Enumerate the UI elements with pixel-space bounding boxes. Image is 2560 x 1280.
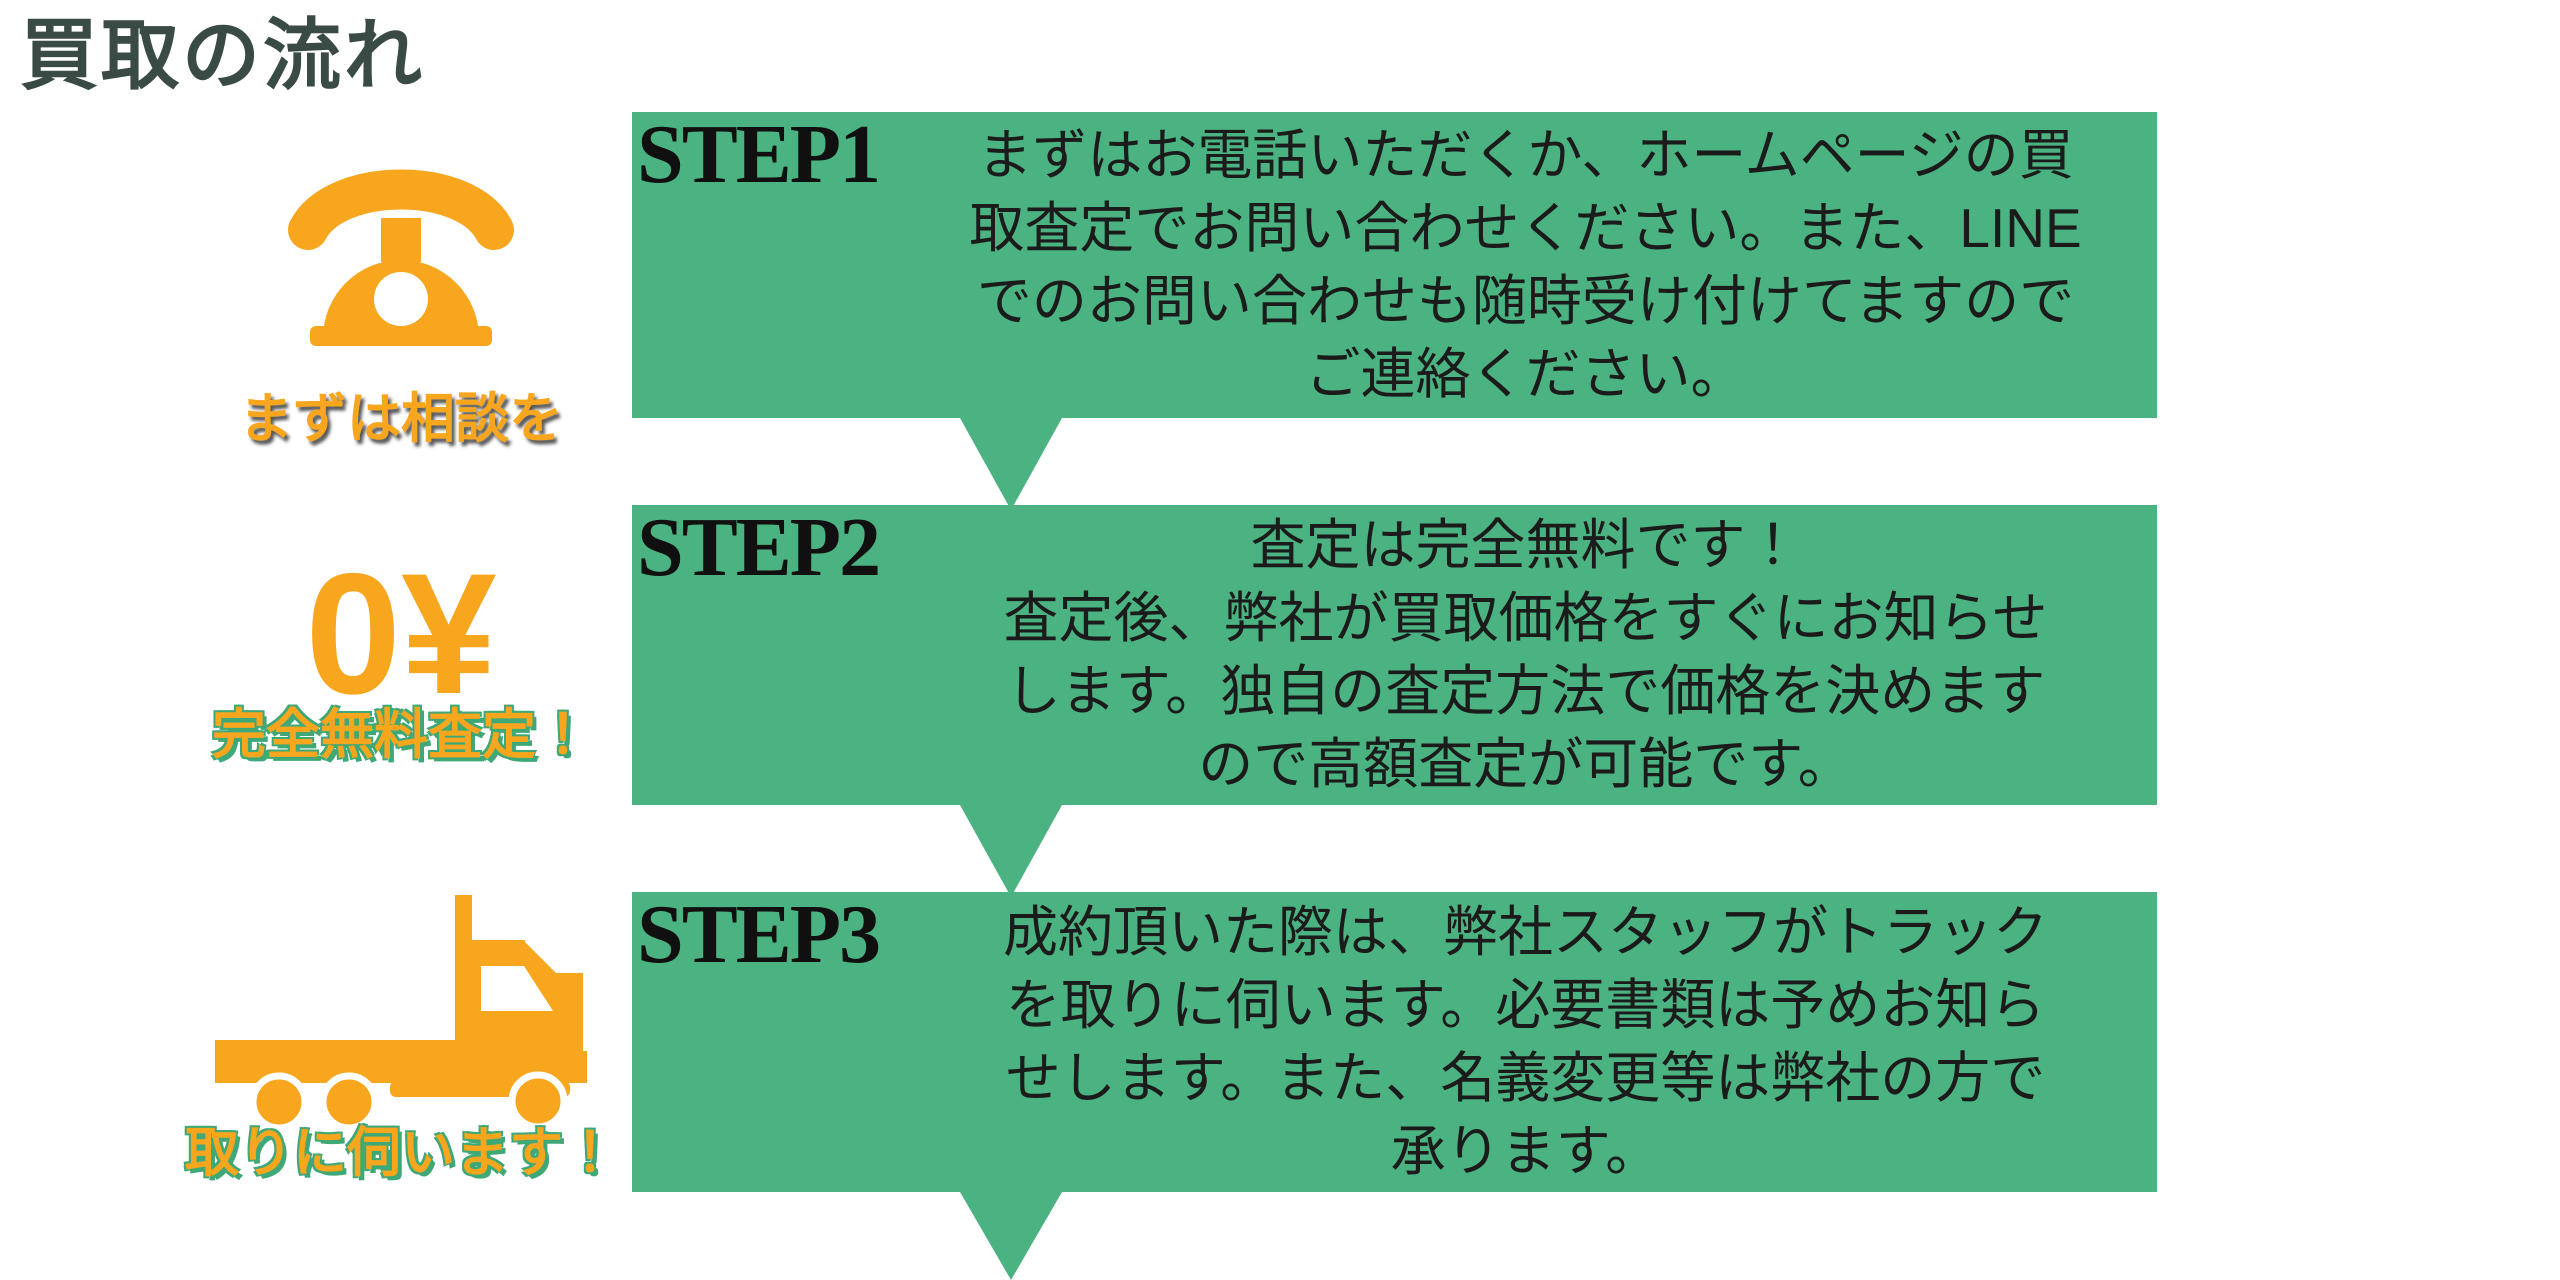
pickup-caption: 取りに伺います！	[185, 1123, 617, 1183]
step2-text: 査定は完全無料です！ 査定後、弊社が買取価格をすぐにお知らせ します。独自の査定…	[1003, 514, 2048, 795]
free-estimate-caption: 完全無料査定！	[212, 705, 590, 765]
step2-bubble-tail	[960, 805, 1062, 897]
zero-yen-graphic: 0¥	[305, 538, 497, 730]
step3-label: STEP3	[637, 888, 881, 981]
step3-bubble-tail	[960, 1192, 1062, 1280]
step3-bubble: STEP3 成約頂いた際は、弊社スタッフがトラック を取りに伺います。必要書類は…	[632, 888, 2157, 1280]
step2-label: STEP2	[637, 501, 881, 594]
step1-bubble-tail	[960, 418, 1062, 510]
step2-bubble: STEP2 査定は完全無料です！ 査定後、弊社が買取価格をすぐにお知らせ します…	[632, 501, 2157, 897]
step1-bubble: STEP1 まずはお電話いただくか、ホームページの買 取査定でお問い合わせくださ…	[632, 108, 2157, 510]
tow-truck-icon	[215, 895, 587, 1132]
page-title: 買取の流れ	[20, 11, 426, 99]
step3-text: 成約頂いた際は、弊社スタッフがトラック を取りに伺います。必要書類は予めお知ら …	[1002, 901, 2048, 1182]
icon-column: まずは相談を 0¥ 完全無料査定！ 取りに伺います！	[95, 0, 707, 1280]
step1-text: まずはお電話いただくか、ホームページの買 取査定でお問い合わせください。また、L…	[969, 124, 2082, 405]
step1-label: STEP1	[637, 108, 881, 201]
phone-caption: まずは相談を	[239, 389, 563, 449]
rotary-phone-icon	[288, 169, 514, 346]
